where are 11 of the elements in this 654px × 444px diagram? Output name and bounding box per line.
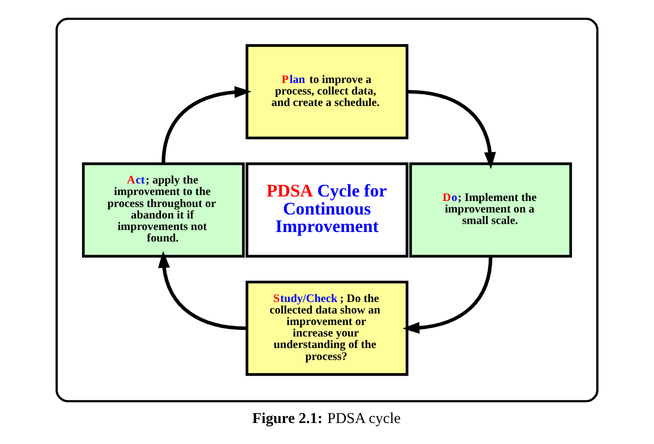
arrow — [408, 90, 496, 170]
cluster — [56, 18, 598, 402]
arrow — [162, 86, 252, 164]
node-box: Do; Implement the improvement on a small scale. — [409, 162, 572, 258]
node-box: Study/Check; Do the collected data show an improvement or increase your understanding of the process? — [246, 280, 408, 376]
arrow — [158, 250, 246, 330]
node-box: Plan to improve a process, collect data, and create a schedule. — [246, 44, 408, 140]
node-box: Act; apply the improvement to the process throughout or abandon it if improvements not found. — [82, 162, 245, 258]
arrow — [402, 256, 492, 334]
node-box: PDSA Cycle for Continuous Improvement — [246, 162, 408, 258]
caption: Figure 2.1: PDSA cycle — [252, 411, 401, 428]
